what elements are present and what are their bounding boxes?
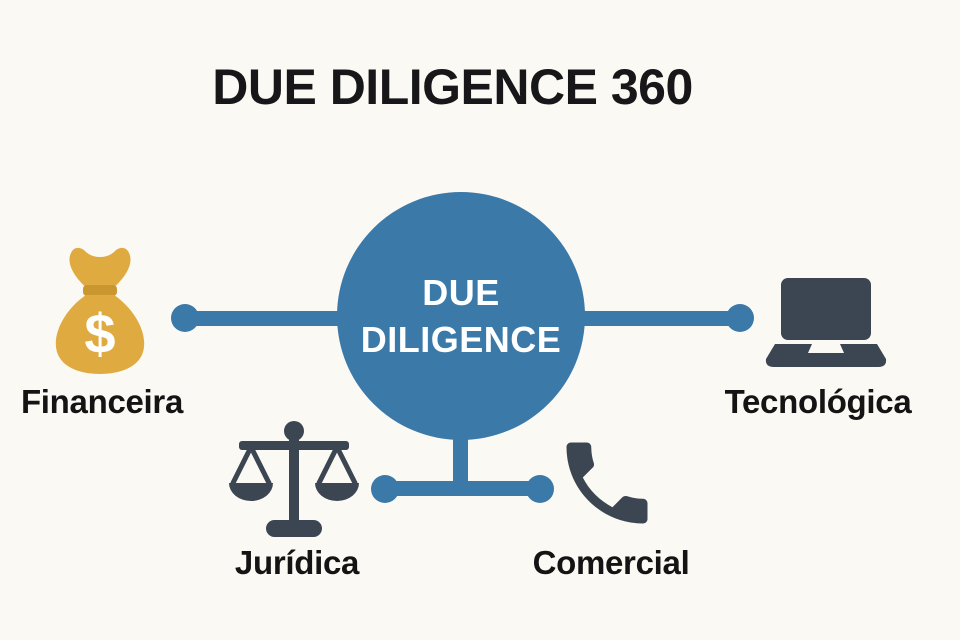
page-title: DUE DILIGENCE 360 [212, 59, 693, 115]
scales-of-justice-icon [229, 421, 359, 541]
connector-endpoint-left [171, 304, 199, 332]
money-bag-icon: $ [50, 245, 150, 375]
dollar-sign: $ [84, 302, 116, 365]
scales-svg [229, 421, 359, 537]
node-label-tecnologica: Tecnológica [724, 383, 912, 420]
connector-bottom [383, 481, 541, 496]
node-label-comercial: Comercial [532, 544, 690, 581]
hub-label-line1: DUE [422, 272, 500, 313]
money-bag-svg [55, 247, 145, 374]
node-label-juridica: Jurídica [234, 544, 360, 581]
laptop-svg [765, 278, 887, 367]
hub-label-line2: DILIGENCE [360, 319, 562, 360]
connector-endpoint-bottom-left [371, 475, 399, 503]
connector-left [183, 311, 353, 326]
central-hub-circle: DUE DILIGENCE [337, 192, 585, 440]
laptop-icon [765, 278, 887, 368]
phone-svg [566, 442, 648, 524]
node-label-financeira: Financeira [20, 383, 184, 420]
phone-icon [553, 429, 661, 537]
connector-endpoint-bottom-right [526, 475, 554, 503]
connector-right [570, 311, 742, 326]
connector-endpoint-right [726, 304, 754, 332]
